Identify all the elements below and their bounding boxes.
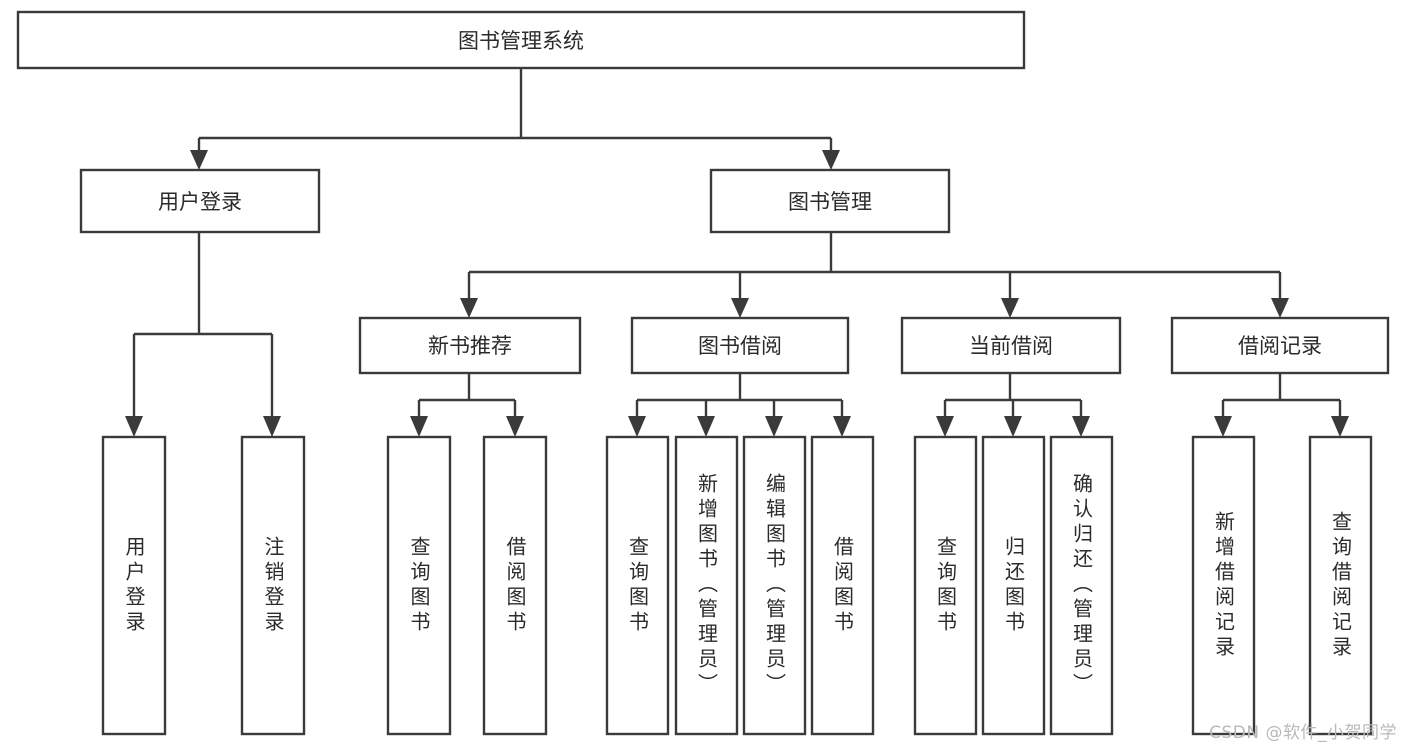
arrow-head-borrow-child-1 xyxy=(628,416,646,437)
node-leaf-confirm-return-admin-label-wrap: 确认归还（管理员） xyxy=(1069,473,1094,698)
node-leaf-query-borrow-record-label: 查询借阅记录 xyxy=(1328,510,1353,661)
node-leaf-add-book-admin[interactable]: 新增图书（管理员） xyxy=(674,435,739,736)
node-leaf-add-borrow-record[interactable]: 新增借阅记录 xyxy=(1191,435,1256,736)
node-leaf-query-book-current[interactable]: 查询图书 xyxy=(913,435,978,736)
node-leaf-borrow-book-rec-label-wrap: 借阅图书 xyxy=(503,535,527,636)
node-leaf-borrow-book-box xyxy=(810,435,875,736)
arrow-head-current-child-3 xyxy=(1072,416,1090,437)
node-leaf-confirm-return-admin-label: 确认归还（管理员） xyxy=(1069,473,1094,698)
node-leaf-edit-book-admin[interactable]: 编辑图书（管理员） xyxy=(742,435,807,736)
arrow-head-book-borrow xyxy=(731,298,749,318)
node-user-login-label: 用户登录 xyxy=(158,190,242,214)
arrow-head-newbook-child-2 xyxy=(506,416,524,437)
connector-layer xyxy=(125,68,1349,437)
node-leaf-query-book-borrow-box xyxy=(605,435,670,736)
node-root-label: 图书管理系统 xyxy=(458,29,584,53)
node-leaf-query-book-borrow[interactable]: 查询图书 xyxy=(605,435,670,736)
arrow-head-record-child-1 xyxy=(1214,416,1232,437)
node-leaf-query-borrow-record-box xyxy=(1308,435,1373,736)
node-leaf-query-book-current-label-wrap: 查询图书 xyxy=(933,535,958,636)
node-book-management-box xyxy=(709,168,951,234)
node-root-box xyxy=(16,10,1026,70)
node-leaf-query-book-current-label: 查询图书 xyxy=(933,535,958,636)
node-leaf-query-book-rec-label-wrap: 查询图书 xyxy=(407,535,431,636)
node-leaf-add-borrow-record-label-wrap: 新增借阅记录 xyxy=(1211,510,1236,661)
node-leaf-edit-book-admin-label: 编辑图书（管理员） xyxy=(762,473,787,698)
node-leaf-query-book-borrow-label: 查询图书 xyxy=(625,535,650,636)
arrow-head-book-mgmt xyxy=(822,150,840,170)
node-leaf-add-book-admin-box xyxy=(674,435,739,736)
node-new-book-recommend[interactable]: 新书推荐 xyxy=(358,316,582,375)
node-leaf-add-book-admin-label: 新增图书（管理员） xyxy=(694,473,719,698)
node-book-borrow[interactable]: 图书借阅 xyxy=(630,316,850,375)
arrow-head-leaf-user-login xyxy=(125,416,143,437)
node-leaf-edit-book-admin-box xyxy=(742,435,807,736)
node-leaf-query-book-rec-label: 查询图书 xyxy=(407,535,431,636)
node-new-book-recommend-box xyxy=(358,316,582,375)
node-leaf-user-login-label: 用户登录 xyxy=(122,535,146,636)
node-leaf-return-book-label-wrap: 归还图书 xyxy=(1001,535,1026,636)
node-current-borrow-label: 当前借阅 xyxy=(969,334,1053,358)
node-leaf-user-login-label-wrap: 用户登录 xyxy=(122,535,146,636)
node-leaf-borrow-book-rec[interactable]: 借阅图书 xyxy=(482,435,548,736)
node-leaf-logout-label: 注销登录 xyxy=(261,535,285,636)
node-leaf-borrow-book-label: 借阅图书 xyxy=(830,535,855,636)
node-book-management-label: 图书管理 xyxy=(788,190,872,214)
node-leaf-borrow-book-label-wrap: 借阅图书 xyxy=(830,535,855,636)
arrow-head-borrow-record xyxy=(1271,298,1289,318)
node-leaf-logout[interactable]: 注销登录 xyxy=(240,435,306,736)
arrow-head-newbook-child-1 xyxy=(410,416,428,437)
arrow-head-current-child-2 xyxy=(1004,416,1022,437)
node-leaf-add-book-admin-label-wrap: 新增图书（管理员） xyxy=(694,473,719,698)
node-user-login-box xyxy=(79,168,321,234)
node-leaf-borrow-book-rec-label: 借阅图书 xyxy=(503,535,527,636)
node-leaf-logout-box xyxy=(240,435,306,736)
node-book-management[interactable]: 图书管理 xyxy=(709,168,951,234)
node-borrow-record-box xyxy=(1170,316,1390,375)
node-root-system[interactable]: 图书管理系统 xyxy=(16,10,1026,70)
node-borrow-record[interactable]: 借阅记录 xyxy=(1170,316,1390,375)
arrow-head-new-book-rec xyxy=(460,298,478,318)
node-leaf-query-book-rec[interactable]: 查询图书 xyxy=(386,435,452,736)
arrow-head-borrow-child-4 xyxy=(833,416,851,437)
node-leaf-query-borrow-record-label-wrap: 查询借阅记录 xyxy=(1328,510,1353,661)
node-leaf-logout-label-wrap: 注销登录 xyxy=(261,535,285,636)
node-leaf-user-login-box xyxy=(101,435,167,736)
node-current-borrow[interactable]: 当前借阅 xyxy=(900,316,1122,375)
arrow-head-leaf-logout xyxy=(263,416,281,437)
node-current-borrow-box xyxy=(900,316,1122,375)
arrow-head-borrow-child-3 xyxy=(765,416,783,437)
node-book-borrow-box xyxy=(630,316,850,375)
arrow-head-record-child-2 xyxy=(1331,416,1349,437)
node-leaf-return-book-label: 归还图书 xyxy=(1001,535,1026,636)
node-leaf-query-book-borrow-label-wrap: 查询图书 xyxy=(625,535,650,636)
node-leaf-query-book-rec-box xyxy=(386,435,452,736)
arrow-head-current-borrow xyxy=(1001,298,1019,318)
node-leaf-add-borrow-record-label: 新增借阅记录 xyxy=(1211,510,1236,661)
node-leaf-return-book-box xyxy=(981,435,1046,736)
arrow-head-current-child-1 xyxy=(936,416,954,437)
node-new-book-recommend-label: 新书推荐 xyxy=(428,334,512,358)
arrow-head-borrow-child-2 xyxy=(697,416,715,437)
node-leaf-confirm-return-admin-box xyxy=(1049,435,1114,736)
node-leaf-borrow-book-rec-box xyxy=(482,435,548,736)
arrow-head-user-login xyxy=(190,150,208,170)
node-leaf-query-borrow-record[interactable]: 查询借阅记录 xyxy=(1308,435,1373,736)
node-leaf-add-borrow-record-box xyxy=(1191,435,1256,736)
node-leaf-return-book[interactable]: 归还图书 xyxy=(981,435,1046,736)
node-leaf-borrow-book[interactable]: 借阅图书 xyxy=(810,435,875,736)
node-leaf-user-login[interactable]: 用户登录 xyxy=(101,435,167,736)
node-borrow-record-label: 借阅记录 xyxy=(1238,334,1322,358)
node-leaf-confirm-return-admin[interactable]: 确认归还（管理员） xyxy=(1049,435,1114,736)
node-leaf-edit-book-admin-label-wrap: 编辑图书（管理员） xyxy=(762,473,787,698)
node-leaf-query-book-current-box xyxy=(913,435,978,736)
node-book-borrow-label: 图书借阅 xyxy=(698,334,782,358)
node-user-login[interactable]: 用户登录 xyxy=(79,168,321,234)
